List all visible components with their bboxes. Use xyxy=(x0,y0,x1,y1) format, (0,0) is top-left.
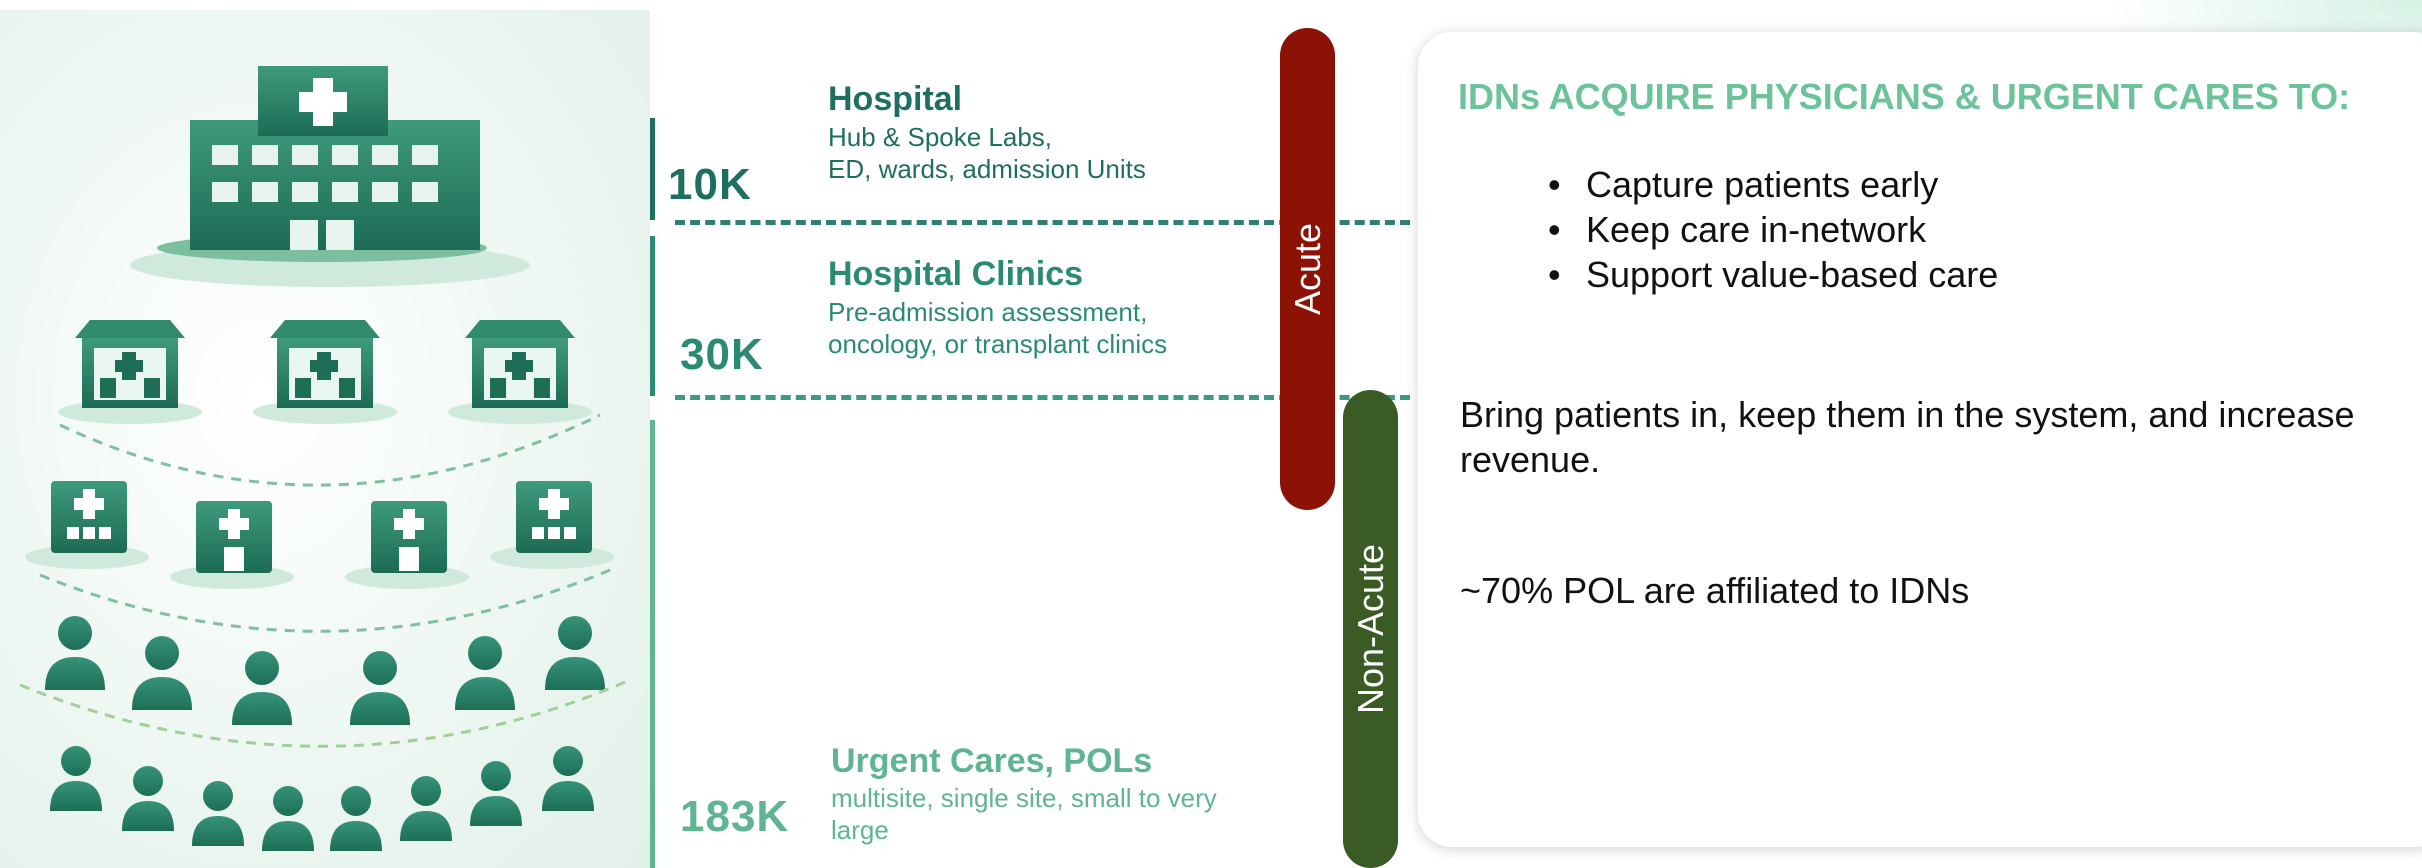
tier-value-clinics: 30K xyxy=(680,330,764,379)
tier-desc-line: ED, wards, admission Units xyxy=(828,154,1146,184)
tier-desc-line: Hub & Spoke Labs, xyxy=(828,122,1053,152)
card-bullet-list: Capture patients early Keep care in-netw… xyxy=(1548,162,1998,297)
tier-value-urgent-cares: 183K xyxy=(680,792,790,841)
non-acute-label: Non-Acute xyxy=(1349,543,1391,715)
tier-desc-line: multisite, single site, small to very xyxy=(831,783,1217,813)
tier-desc-urgent-cares: multisite, single site, small to very la… xyxy=(831,782,1217,846)
tier-bar-hospital xyxy=(650,118,655,220)
tier-value-hospital: 10K xyxy=(668,160,752,209)
tier-desc-clinics: Pre-admission assessment, oncology, or t… xyxy=(828,296,1167,360)
healthcare-pyramid-illustration xyxy=(0,10,650,868)
tier-title-clinics: Hospital Clinics xyxy=(828,255,1084,293)
info-card: IDNs ACQUIRE PHYSICIANS & URGENT CARES T… xyxy=(1418,32,2422,847)
tier-title-hospital: Hospital xyxy=(828,80,963,118)
tier-bar-clinics xyxy=(650,236,655,396)
card-title: IDNs ACQUIRE PHYSICIANS & URGENT CARES T… xyxy=(1458,76,2351,117)
separator-clinics-urgent-cares xyxy=(675,395,1410,400)
clinic-building-icon xyxy=(58,320,592,424)
bullet-item: Keep care in-network xyxy=(1548,207,1998,252)
tier-desc-line: oncology, or transplant clinics xyxy=(828,329,1168,359)
small-clinic-icon xyxy=(25,481,614,589)
separator-hospital-clinics xyxy=(675,220,1410,225)
acute-pill: Acute xyxy=(1280,28,1335,510)
hospital-building-icon xyxy=(130,66,530,287)
pyramid-svg xyxy=(19,66,631,851)
card-paragraph-affiliation: ~70% POL are affiliated to IDNs xyxy=(1460,570,1970,611)
acute-label: Acute xyxy=(1286,222,1328,316)
card-paragraph-revenue: Bring patients in, keep them in the syst… xyxy=(1460,394,2355,480)
non-acute-pill: Non-Acute xyxy=(1343,390,1398,868)
bullet-item: Capture patients early xyxy=(1548,162,1998,207)
tier-desc-line: Pre-admission assessment, xyxy=(828,297,1148,327)
tier-desc-line: large xyxy=(831,815,889,845)
physician-icon xyxy=(45,616,605,725)
bullet-item: Support value-based care xyxy=(1548,252,1998,297)
person-icon xyxy=(50,746,594,851)
tier-title-urgent-cares: Urgent Cares, POLs xyxy=(831,742,1153,780)
tier-bar-urgent-cares xyxy=(650,420,655,868)
tier-desc-hospital: Hub & Spoke Labs, ED, wards, admission U… xyxy=(828,121,1146,185)
